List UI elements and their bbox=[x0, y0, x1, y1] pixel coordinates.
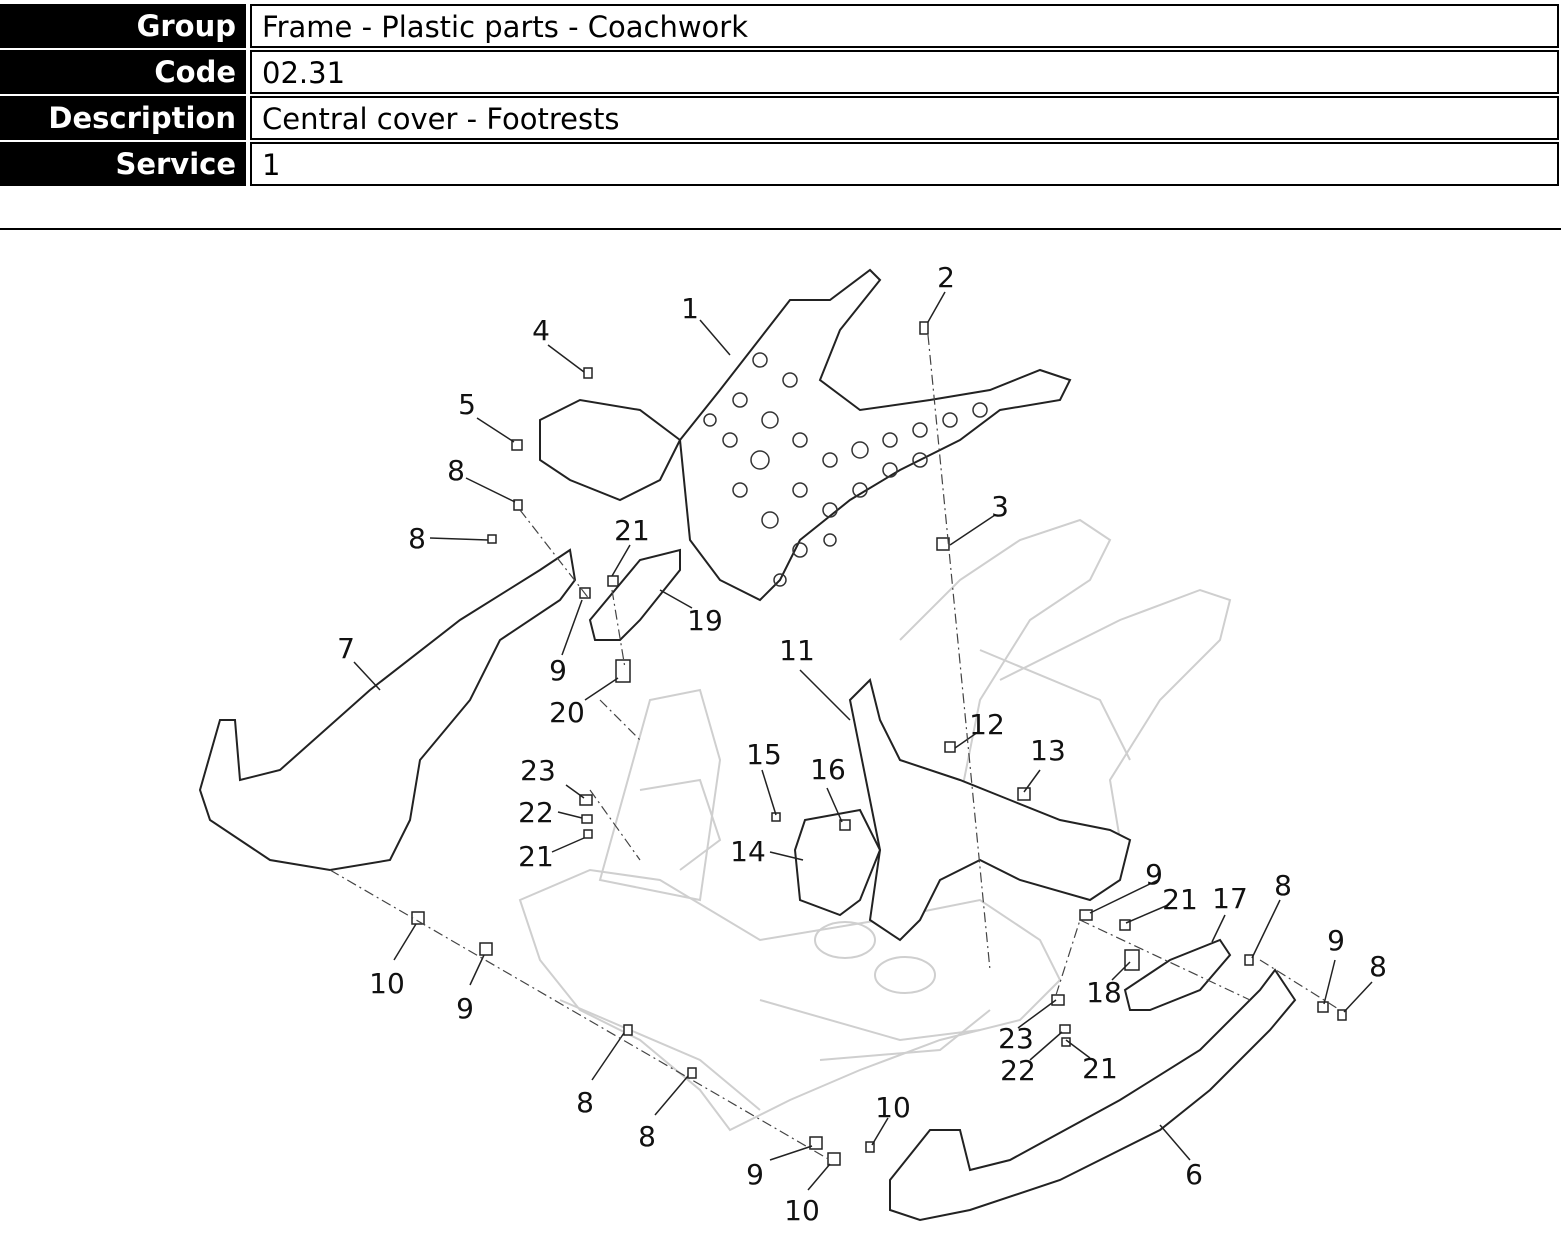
callout-10a: 10 bbox=[369, 967, 405, 1000]
callout-18: 18 bbox=[1086, 976, 1122, 1009]
part-17-right-footrest bbox=[1123, 938, 1232, 1011]
callout-2: 2 bbox=[937, 261, 955, 294]
service-label: Service bbox=[0, 142, 246, 186]
callout-9b: 9 bbox=[456, 992, 474, 1025]
callout-22b: 22 bbox=[1000, 1054, 1036, 1087]
callout-21c: 21 bbox=[1162, 883, 1198, 916]
group-value: Frame - Plastic parts - Coachwork bbox=[250, 4, 1559, 48]
info-row-service: Service 1 bbox=[0, 142, 1561, 188]
callout-23a: 23 bbox=[520, 754, 556, 787]
info-row-group: Group Frame - Plastic parts - Coachwork bbox=[0, 4, 1561, 50]
part-1-hex-pattern bbox=[703, 352, 988, 587]
callout-9c: 9 bbox=[746, 1158, 764, 1191]
exploded-parts-diagram: 1 2 3 4 5 6 7 8 8 8 8 8 8 9 9 9 9 9 10 1… bbox=[198, 261, 1387, 1227]
callout-3: 3 bbox=[991, 490, 1009, 523]
part-11-lower-cover bbox=[848, 678, 1132, 942]
callout-7: 7 bbox=[337, 632, 355, 665]
description-value: Central cover - Footrests bbox=[250, 96, 1559, 140]
callout-9e: 9 bbox=[1327, 924, 1345, 957]
callout-14: 14 bbox=[730, 835, 766, 868]
callout-12: 12 bbox=[969, 708, 1005, 741]
info-row-description: Description Central cover - Footrests bbox=[0, 96, 1561, 142]
separator-rule bbox=[0, 228, 1561, 230]
callout-4: 4 bbox=[532, 314, 550, 347]
part-7-left-panel bbox=[198, 548, 577, 872]
group-label: Group bbox=[0, 4, 246, 48]
callout-10c: 10 bbox=[784, 1194, 820, 1227]
callout-20: 20 bbox=[549, 696, 585, 729]
code-label: Code bbox=[0, 50, 246, 94]
part-6-right-panel bbox=[889, 968, 1297, 1222]
callout-labels: 1 2 3 4 5 6 7 8 8 8 8 8 8 9 9 9 9 9 10 1… bbox=[337, 261, 1387, 1227]
callout-13: 13 bbox=[1030, 734, 1066, 767]
callout-21a: 21 bbox=[614, 514, 650, 547]
leader-lines bbox=[353, 291, 1373, 1191]
callout-8e: 8 bbox=[1274, 869, 1292, 902]
description-label: Description bbox=[0, 96, 246, 140]
callout-6: 6 bbox=[1185, 1158, 1203, 1191]
info-row-code: Code 02.31 bbox=[0, 50, 1561, 96]
callout-9d: 9 bbox=[1145, 858, 1163, 891]
callout-11: 11 bbox=[779, 634, 815, 667]
callout-5: 5 bbox=[458, 388, 476, 421]
callout-8b: 8 bbox=[408, 522, 426, 555]
callout-21d: 21 bbox=[1082, 1052, 1118, 1085]
callout-17: 17 bbox=[1212, 882, 1248, 915]
assembly-axes bbox=[329, 334, 1341, 1161]
callout-8c: 8 bbox=[576, 1086, 594, 1119]
callout-21b: 21 bbox=[518, 840, 554, 873]
callout-19: 19 bbox=[687, 604, 723, 637]
callout-8a: 8 bbox=[447, 454, 465, 487]
callout-10b: 10 bbox=[875, 1091, 911, 1124]
callout-23b: 23 bbox=[998, 1022, 1034, 1055]
callout-1: 1 bbox=[681, 292, 699, 325]
callout-8d: 8 bbox=[638, 1120, 656, 1153]
part-14-inner-panel bbox=[793, 808, 882, 917]
callout-22a: 22 bbox=[518, 796, 554, 829]
fasteners bbox=[411, 321, 1347, 1166]
callout-15: 15 bbox=[746, 738, 782, 771]
code-value: 02.31 bbox=[250, 50, 1559, 94]
service-value: 1 bbox=[250, 142, 1559, 186]
callout-16: 16 bbox=[810, 753, 846, 786]
callout-9a: 9 bbox=[549, 654, 567, 687]
part-19-left-footrest bbox=[588, 548, 681, 641]
callout-8f: 8 bbox=[1369, 950, 1387, 983]
